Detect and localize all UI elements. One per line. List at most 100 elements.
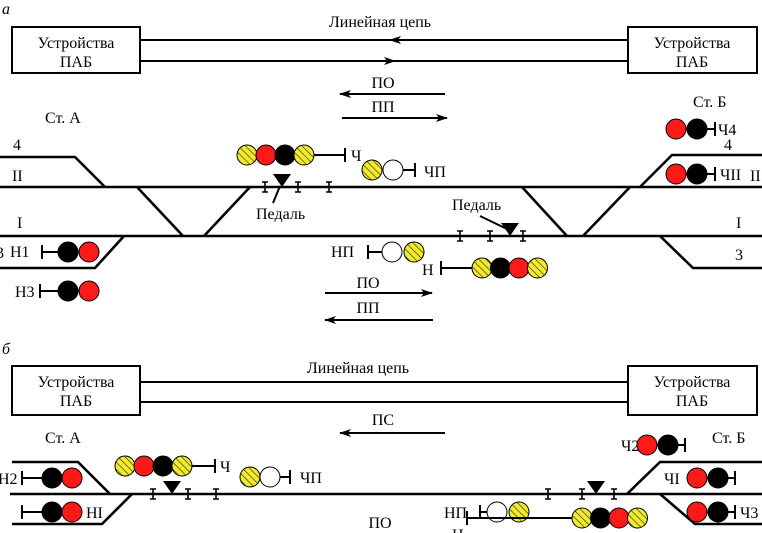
- insulated-joint: [150, 488, 156, 500]
- signal-lamp-yellow-hatched: [471, 257, 493, 279]
- signal-lamp-yellow-hatched: [403, 241, 425, 263]
- signal-lamp-yellow-hatched: [527, 257, 548, 279]
- signal-label-ch: Ч: [220, 459, 230, 476]
- signal-lamp-black: [686, 118, 708, 140]
- pedal-leader: [479, 215, 508, 230]
- track-4-right: [639, 153, 762, 188]
- signal-lamp-black: [57, 241, 79, 263]
- pab-device-left-label2: ПАБ: [60, 54, 92, 71]
- signal-label-chii: ЧII: [720, 167, 741, 184]
- signal-lamp-red: [78, 280, 100, 302]
- track-label: I: [17, 215, 22, 232]
- crossover-left: [136, 186, 251, 237]
- insulated-joint: [487, 230, 493, 242]
- insulated-joint: [611, 488, 617, 500]
- track-upper-right: [626, 460, 762, 495]
- signal-lamp-yellow-hatched: [361, 159, 383, 181]
- crossover-right: [521, 186, 631, 237]
- signal-po-label: ПО: [371, 75, 394, 92]
- signal-lamp-black: [657, 434, 679, 456]
- signal-lamp-red: [665, 118, 687, 140]
- pab-device-right: [627, 365, 758, 416]
- signal-lamp-red: [686, 501, 708, 523]
- pedal-triangle-icon: [163, 481, 181, 494]
- part-b: б Устройства ПАБ Устройства ПАБ Линейная…: [0, 341, 762, 533]
- track-3-left: [0, 235, 125, 270]
- signal-lamp-yellow-hatched: [114, 455, 136, 477]
- signal-lamp-white: [382, 159, 404, 181]
- insulated-joint: [213, 488, 219, 500]
- line-circuit-label: Линейная цепь: [307, 360, 409, 377]
- signal-pp-label: ПП: [356, 300, 380, 317]
- track-lower-left: [12, 493, 133, 526]
- insulated-joint: [545, 488, 551, 500]
- signal-po-label: ПО: [368, 515, 391, 532]
- signal-lamp-red: [508, 257, 530, 279]
- track-label: I: [736, 215, 741, 232]
- pab-device-left: [11, 26, 141, 74]
- signal-lamp-black: [686, 163, 708, 185]
- signal-lamp-yellow-hatched: [627, 507, 648, 529]
- pab-device-left-label: Устройства: [38, 35, 115, 52]
- track-4-left: [0, 155, 106, 188]
- signal-lamp-black: [41, 501, 63, 523]
- insulated-joint: [295, 181, 301, 193]
- signal-label-np: НП: [331, 244, 355, 261]
- insulated-joint: [262, 181, 268, 193]
- signal-label-ch: Ч: [351, 148, 361, 165]
- pedal-triangle-icon: [273, 174, 291, 187]
- signal-lamp-red: [636, 434, 658, 456]
- track-label: 4: [13, 137, 21, 154]
- signal-label-n2: Н2: [0, 471, 18, 488]
- track-lower-right: [659, 493, 762, 526]
- signal-label-chp: ЧП: [300, 470, 322, 487]
- line-circuit-label: Линейная цепь: [329, 14, 431, 31]
- pedal-triangle-icon: [501, 223, 519, 236]
- station-a-label: Ст. А: [45, 110, 81, 127]
- signal-lamp-black: [274, 144, 296, 166]
- pedal-triangle-icon: [587, 481, 605, 494]
- signal-po-label: ПО: [356, 275, 379, 292]
- track-label: 3: [735, 247, 743, 264]
- signal-label-ch4: Ч4: [718, 122, 736, 139]
- track-label: II: [12, 168, 23, 185]
- part-a-label: а: [2, 1, 10, 18]
- station-b-label: Ст. Б: [693, 94, 726, 111]
- pedal-label: Педаль: [256, 206, 305, 223]
- signal-lamp-red: [255, 144, 277, 166]
- signal-label-n1: Н1: [10, 244, 30, 261]
- signal-label-chi: ЧI: [664, 471, 680, 488]
- signal-lamp-red: [61, 501, 83, 523]
- signal-label-n: Н: [422, 262, 434, 279]
- pab-device-right-label2: ПАБ: [676, 393, 708, 410]
- signal-lamp-yellow-hatched: [236, 144, 258, 166]
- pedal-leader: [272, 185, 281, 204]
- signal-lamp-black: [707, 501, 729, 523]
- track-3-right: [659, 235, 762, 270]
- signal-lamp-yellow-hatched: [171, 455, 193, 477]
- pab-device-right: [627, 26, 758, 74]
- part-a: а Устройства ПАБ Устройства ПАБ Линейная…: [0, 1, 762, 324]
- signal-label-ch2: Ч2: [621, 438, 639, 455]
- pedal-label: Педаль: [452, 197, 501, 214]
- station-a-label: Ст. А: [45, 430, 81, 447]
- pab-device-right-label: Устройства: [654, 35, 731, 52]
- pab-device-left-label2: ПАБ: [60, 393, 92, 410]
- station-b-label: Ст. Б: [712, 430, 745, 447]
- insulated-joint: [579, 488, 585, 500]
- signal-lamp-red: [665, 163, 687, 185]
- signal-label-n: Н: [452, 527, 464, 533]
- signal-label-chp: ЧП: [424, 164, 446, 181]
- part-b-label: б: [2, 341, 11, 358]
- signal-lamp-yellow-hatched: [293, 144, 315, 166]
- track-label: II: [750, 168, 761, 185]
- signal-lamp-red: [686, 467, 708, 489]
- signal-lamp-black: [707, 467, 729, 489]
- signal-pp-label: ПП: [371, 99, 395, 116]
- insulated-joint: [185, 488, 191, 500]
- track-upper-left: [12, 460, 111, 495]
- signal-lamp-red: [608, 507, 630, 529]
- signal-lamp-yellow-hatched: [571, 507, 593, 529]
